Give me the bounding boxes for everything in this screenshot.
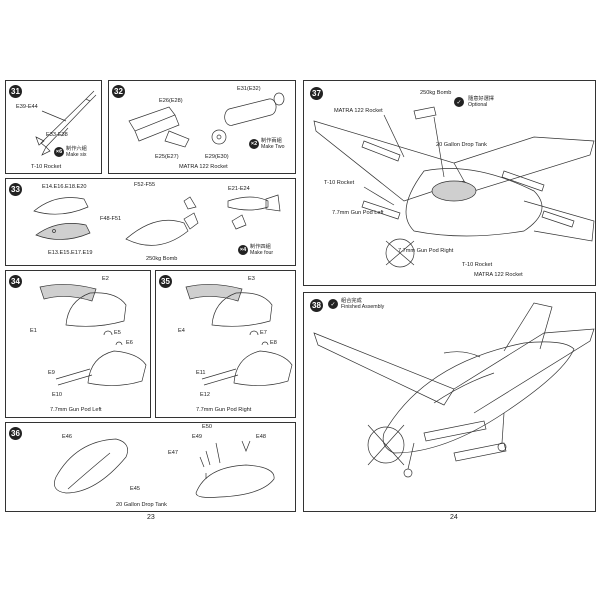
optional-note-en: Optional: [468, 102, 488, 108]
make-note-en: Make Two: [261, 144, 285, 150]
aircraft-underside-drawing: [313, 106, 595, 268]
callout-label: 7.7mm Gun Pod Left: [332, 210, 384, 216]
part-label: E11: [196, 370, 206, 376]
optional-icon: ✓: [454, 97, 464, 107]
step-38-panel: 38 ✓ 組合完成 Finished Assembly: [303, 292, 596, 512]
make-note-en: Make four: [250, 250, 274, 256]
part-label: E46: [62, 434, 72, 440]
part-label: E33-E38: [46, 132, 68, 138]
left-page: 31 E39-E44 E33-E38 ×6 制作六組 Make six T-10…: [4, 80, 297, 521]
step-33-panel: 33 E14.E16.E18.E20 F52-F55 E21-E24 F48-F…: [5, 178, 296, 266]
step-36-number: 36: [9, 427, 22, 440]
callout-label: MATRA 122 Rocket: [334, 108, 383, 114]
part-label: E12: [200, 392, 210, 398]
part-label: E31(E32): [237, 86, 261, 92]
part-label: E9: [48, 370, 55, 376]
step-34-panel: 34 E2 E1 E5 E6 E9 E10 7.7mm Gun Pod Left: [5, 270, 151, 418]
page-number-right: 24: [450, 514, 458, 521]
bomb-drawing: [33, 194, 281, 246]
page-number-left: 23: [147, 514, 155, 521]
part-label: E48: [256, 434, 266, 440]
part-label: E47: [168, 450, 178, 456]
part-label: E25(E27): [155, 154, 179, 160]
make-note-cn: 制作四組: [250, 244, 271, 250]
callout-label: T-10 Rocket: [462, 262, 493, 268]
step-36-panel: 36 E46 E50 E49 E48 E47 E45 20 Gallon Dro…: [5, 422, 296, 512]
multiplier-badge: ×6: [54, 147, 64, 157]
finished-aircraft-drawing: [313, 302, 595, 478]
part-label: E6: [126, 340, 133, 346]
part-label: E2: [102, 276, 109, 282]
callout-label: T-10 Rocket: [324, 180, 355, 186]
part-label: E14.E16.E18.E20: [42, 184, 87, 190]
step-33-number: 33: [9, 183, 22, 196]
gun-pod-left-drawing: [39, 284, 147, 386]
part-label: E26(E28): [159, 98, 183, 104]
part-label: E29(E30): [205, 154, 229, 160]
part-label: E10: [52, 392, 62, 398]
callout-label: 250kg Bomb: [420, 90, 452, 96]
right-page: 37 250kg Bomb MATRA 122 Rocket 20 Gallon…: [303, 80, 597, 521]
step-31-panel: 31 E39-E44 E33-E38 ×6 制作六組 Make six T-10…: [5, 80, 102, 174]
finished-note-en: Finished Assembly: [341, 304, 385, 310]
part-label: E45: [130, 486, 140, 492]
step-caption: 250kg Bomb: [146, 256, 178, 262]
part-label: E50: [202, 424, 212, 430]
step-caption: T-10 Rocket: [31, 164, 62, 170]
step-35-panel: 35 E3 E4 E7 E8 E11 E12 7.7mm Gun Pod Rig…: [155, 270, 296, 418]
make-note-en: Make six: [66, 152, 87, 158]
optional-note-cn: 隨意好選擇: [468, 96, 494, 102]
step-caption: 20 Gallon Drop Tank: [116, 502, 167, 508]
finished-note-cn: 組合完成: [341, 298, 362, 304]
make-note-cn: 制作兩組: [261, 138, 282, 144]
step-38-number: 38: [310, 299, 323, 312]
part-label: E8: [270, 340, 277, 346]
part-label: E13.E15.E17.E19: [48, 250, 93, 256]
part-label: F48-F51: [100, 216, 122, 222]
step-37-panel: 37 250kg Bomb MATRA 122 Rocket 20 Gallon…: [303, 80, 596, 286]
callout-label: MATRA 122 Rocket: [474, 272, 523, 278]
step-caption: 7.7mm Gun Pod Left: [50, 407, 102, 413]
multiplier-badge: ×2: [249, 139, 259, 149]
step-34-number: 34: [9, 275, 22, 288]
step-32-number: 32: [112, 85, 125, 98]
step-caption: 7.7mm Gun Pod Right: [196, 407, 252, 413]
multiplier-badge: ×4: [238, 245, 248, 255]
step-31-number: 31: [9, 85, 22, 98]
step-35-number: 35: [159, 275, 172, 288]
rocket-drawing: [35, 90, 97, 156]
part-label: E3: [248, 276, 255, 282]
drop-tank-drawing: [54, 438, 275, 498]
part-label: E5: [114, 330, 121, 336]
part-label: E7: [260, 330, 267, 336]
gun-pod-right-drawing: [185, 284, 293, 386]
part-label: E1: [30, 328, 37, 334]
finished-icon: ✓: [328, 299, 338, 309]
step-caption: MATRA 122 Rocket: [179, 164, 228, 170]
callout-label: 7.7mm Gun Pod Right: [398, 248, 454, 254]
step-32-panel: 32 E26(E28) E31(E32) E25(E27) E29(E30) ×…: [108, 80, 296, 174]
callout-label: 20 Gallon Drop Tank: [436, 142, 487, 148]
part-label: E49: [192, 434, 202, 440]
part-label: E39-E44: [16, 104, 38, 110]
part-label: E4: [178, 328, 185, 334]
step-37-number: 37: [310, 87, 323, 100]
make-note-cn: 制作六組: [66, 146, 87, 152]
rocket-pod-drawing: [128, 92, 285, 148]
part-label: F52-F55: [134, 182, 156, 188]
part-label: E21-E24: [228, 186, 250, 192]
